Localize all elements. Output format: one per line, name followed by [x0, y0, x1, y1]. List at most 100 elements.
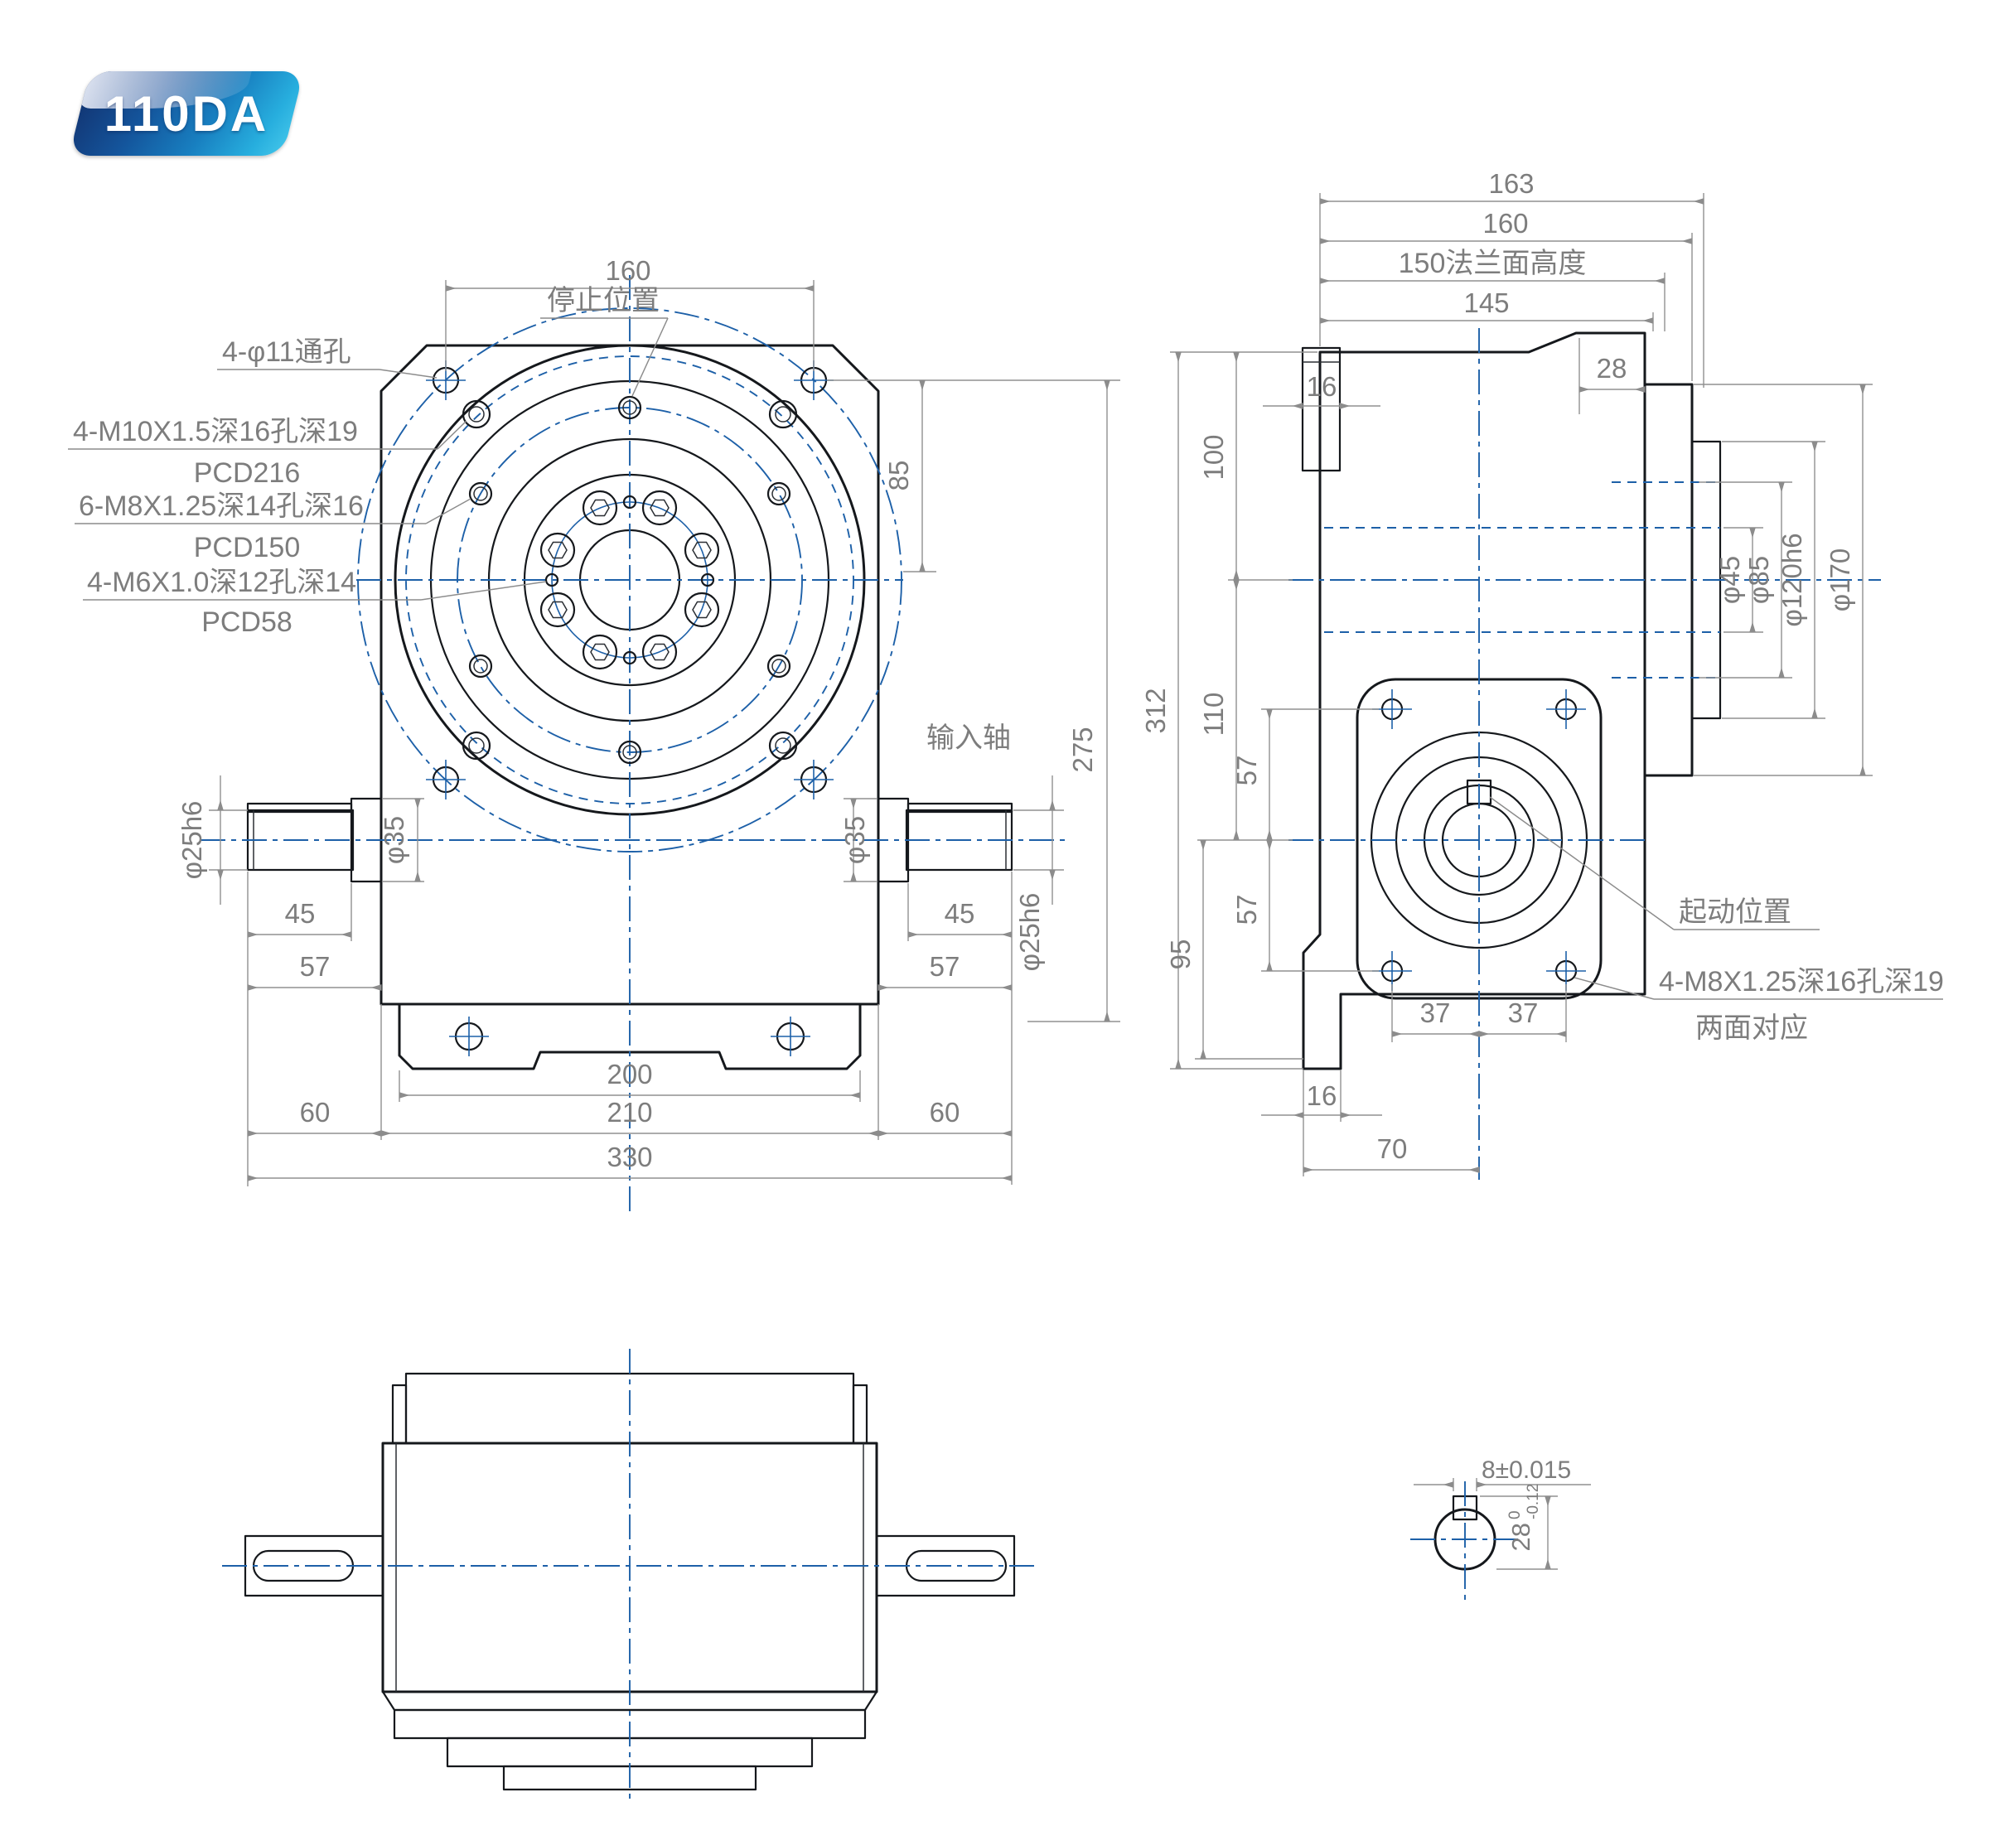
label-m8: 6-M8X1.25深14孔深16 PCD150	[75, 490, 471, 563]
label-m6: 4-M6X1.0深12孔深14 PCD58	[83, 567, 547, 638]
dim-text-275: 275	[1067, 727, 1098, 772]
dim-text-tol-lower: -0.12	[1525, 1484, 1542, 1519]
dim-45-left: 45	[247, 883, 352, 941]
side-top-tab	[1301, 346, 1342, 472]
bottom-cap-ear-left	[391, 1384, 408, 1445]
dim-text-phi85: φ85	[1743, 556, 1774, 604]
start-position-text: 起动位置	[1679, 896, 1791, 928]
shaft-section-detail: 8±0.015 28 0 -0.12	[1410, 1456, 1591, 1601]
dim-shaft-height: 28 0 -0.12	[1480, 1484, 1558, 1570]
bottom-cap-ear-right	[852, 1384, 868, 1445]
dim-330: 330	[247, 1142, 1013, 1181]
m8-tapped-holes	[468, 395, 791, 765]
dim-145: 145	[1319, 287, 1654, 331]
dim-text-phi45: φ45	[1714, 556, 1745, 604]
dim-text-45-left: 45	[285, 898, 316, 929]
dim-16-foot: 16	[1261, 1070, 1382, 1176]
label-m10: 4-M10X1.5深16孔深19 PCD216	[68, 416, 467, 489]
side-body-outline	[1302, 331, 1646, 1070]
dim-text-312: 312	[1140, 688, 1171, 733]
dim-text-phi25-right: φ25h6	[1014, 893, 1045, 972]
dim-text-key: 8±0.015	[1482, 1456, 1571, 1484]
dim-100: 100	[1198, 351, 1293, 581]
input-shaft-label: 输入轴	[926, 722, 1011, 754]
dim-37-37: 37 37	[1391, 984, 1567, 1042]
m10-text: 4-M10X1.5深16孔深19	[73, 416, 358, 447]
dim-57-right: 57	[877, 872, 1013, 1185]
dim-200: 200	[399, 1059, 861, 1102]
dim-text-160-side: 160	[1482, 208, 1528, 239]
bottom-view	[222, 1349, 1037, 1804]
front-centerlines	[201, 275, 1067, 1211]
label-stop-position: 停止位置	[540, 285, 669, 397]
front-foot-holes	[448, 1016, 811, 1057]
dim-phi25h6-right: φ25h6	[1013, 775, 1064, 971]
label-m8-note: 4-M8X1.25深16孔深19 两面对应	[1574, 966, 1944, 1044]
dim-text-145: 145	[1463, 287, 1509, 318]
dim-312: 312	[1140, 351, 1317, 1070]
dim-160-top: 160	[445, 255, 815, 371]
m8-text: 6-M8X1.25深14孔深16	[79, 490, 364, 522]
m6-tapped-holes	[544, 495, 715, 665]
dim-text-60-left: 60	[300, 1097, 331, 1128]
bottom-centerlines	[222, 1349, 1037, 1804]
hub-socket-screws	[539, 490, 720, 670]
dim-text-phi25-left: φ25h6	[176, 801, 207, 880]
m6-pcd-text: PCD58	[201, 606, 292, 638]
dim-text-shaft-dia: 28	[1506, 1523, 1535, 1551]
dim-57-lower: 57	[1231, 839, 1379, 972]
dim-text-phi35-left: φ35	[379, 816, 409, 864]
dim-210-and-60: 60 210 60	[247, 1004, 1013, 1140]
dim-text-57-upper: 57	[1231, 756, 1262, 786]
dim-text-163: 163	[1488, 168, 1534, 199]
dim-text-45-right: 45	[945, 898, 975, 929]
dim-phi120h6: φ120h6	[1722, 441, 1825, 719]
dim-phi45: φ45	[1714, 527, 1763, 633]
dim-text-57-left: 57	[300, 951, 331, 982]
m8-pcd-text: PCD150	[194, 532, 301, 563]
m8-note-text2: 两面对应	[1695, 1012, 1808, 1044]
dim-85: 85	[827, 379, 1120, 572]
dim-text-60-right: 60	[930, 1097, 960, 1128]
dim-text-330: 330	[607, 1142, 652, 1172]
dim-28: 28	[1578, 338, 1646, 414]
label-start-position: 起动位置	[1489, 796, 1820, 930]
front-view: 160 停止位置 4-φ11通孔 4-M10X1.5深16孔深19 PCD216…	[68, 255, 1120, 1211]
dim-text-phi120: φ120h6	[1777, 533, 1807, 626]
m10-pcd-text: PCD216	[194, 457, 301, 489]
dim-text-200: 200	[607, 1059, 652, 1089]
dim-16-tab: 16	[1263, 371, 1380, 409]
dim-275: 275	[1027, 379, 1120, 1022]
dim-45-right: 45	[907, 883, 1013, 941]
side-centerlines	[1288, 328, 1881, 1180]
input-flange-holes	[1371, 688, 1587, 992]
dim-phi170: φ170	[1694, 384, 1873, 776]
dim-text-phi170: φ170	[1825, 548, 1855, 611]
dim-phi85: φ85	[1699, 481, 1792, 679]
dim-text-57-right: 57	[930, 951, 960, 982]
dim-95: 95	[1165, 839, 1303, 1060]
dim-text-70: 70	[1377, 1133, 1408, 1164]
dim-text-16-tab: 16	[1307, 371, 1337, 402]
detail-centerlines	[1410, 1481, 1521, 1601]
dim-text-57-lower: 57	[1231, 895, 1262, 925]
dim-text-16-foot: 16	[1307, 1080, 1337, 1111]
dim-160-side: 160	[1319, 208, 1693, 381]
m8-note-text: 4-M8X1.25深16孔深19	[1659, 966, 1944, 997]
dim-text-210: 210	[607, 1097, 652, 1128]
dim-key-width: 8±0.015	[1414, 1456, 1591, 1491]
label-phi11: 4-φ11通孔	[217, 336, 438, 379]
dim-110: 110	[1197, 579, 1293, 841]
phi11-text: 4-φ11通孔	[222, 336, 351, 368]
dim-text-phi35-right: φ35	[839, 816, 870, 864]
m6-text: 4-M6X1.0深12孔深14	[87, 567, 356, 598]
dim-phi25h6-left: φ25h6	[176, 775, 248, 905]
m10-tapped-holes	[462, 399, 798, 761]
stop-position-text: 停止位置	[547, 285, 660, 316]
dim-text-160: 160	[605, 255, 650, 286]
dim-text-150-flange: 150法兰面高度	[1399, 248, 1587, 279]
dim-70: 70	[1303, 1133, 1480, 1173]
dim-57-upper: 57	[1231, 708, 1379, 841]
